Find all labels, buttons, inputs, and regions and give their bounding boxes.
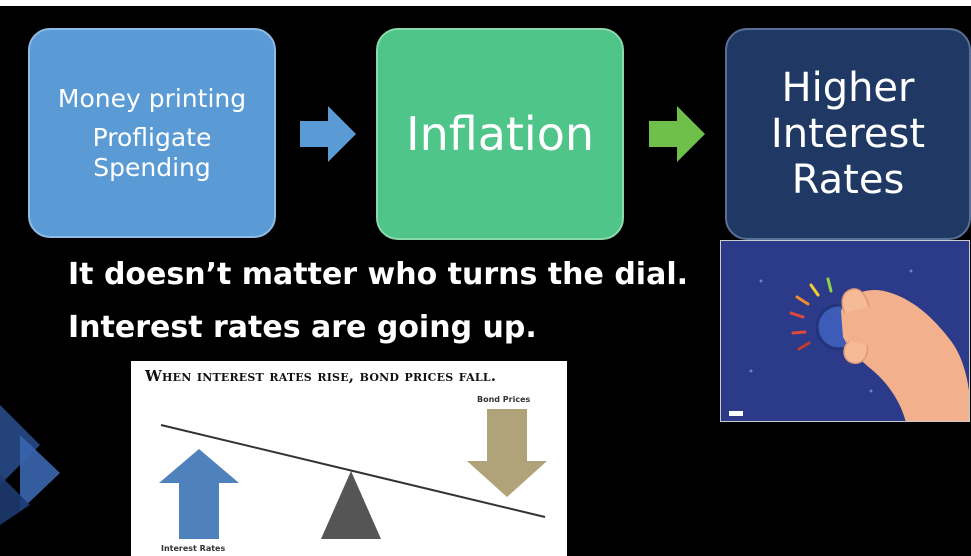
box3-line3: Rates bbox=[791, 157, 905, 203]
hand-dial-image bbox=[720, 240, 970, 422]
decorative-diamonds bbox=[0, 405, 60, 525]
hand-dial-illustration bbox=[721, 241, 969, 421]
seesaw-beam bbox=[160, 424, 546, 518]
box1-line1: Money printing bbox=[57, 84, 247, 113]
box3-line2: Interest bbox=[770, 111, 926, 157]
seesaw-graphic bbox=[159, 409, 547, 539]
fulcrum-triangle bbox=[321, 471, 381, 539]
down-arrow-icon bbox=[467, 409, 547, 497]
box2-label: Inflation bbox=[406, 107, 594, 161]
seesaw-figure: When interest rates rise, bond prices fa… bbox=[131, 361, 567, 556]
inflation-box: Inflation bbox=[376, 28, 624, 240]
up-arrow-icon bbox=[159, 449, 239, 539]
seesaw-title: When interest rates rise, bond prices fa… bbox=[145, 367, 497, 385]
box1-line2: Profligate bbox=[92, 123, 212, 152]
interest-rates-label: Interest Rates bbox=[161, 544, 226, 553]
right-arrow-icon bbox=[649, 106, 705, 162]
right-arrow-icon bbox=[300, 106, 356, 162]
box3-line1: Higher bbox=[781, 65, 915, 111]
bond-prices-label: Bond Prices bbox=[477, 395, 531, 404]
box1-line3: Spending bbox=[93, 153, 211, 182]
headline-line2: Interest rates are going up. bbox=[68, 310, 537, 345]
money-printing-box: Money printing Profligate Spending bbox=[28, 28, 276, 238]
higher-interest-rates-box: Higher Interest Rates bbox=[725, 28, 971, 240]
headline-line1: It doesn’t matter who turns the dial. bbox=[68, 257, 688, 292]
top-border bbox=[0, 0, 971, 6]
